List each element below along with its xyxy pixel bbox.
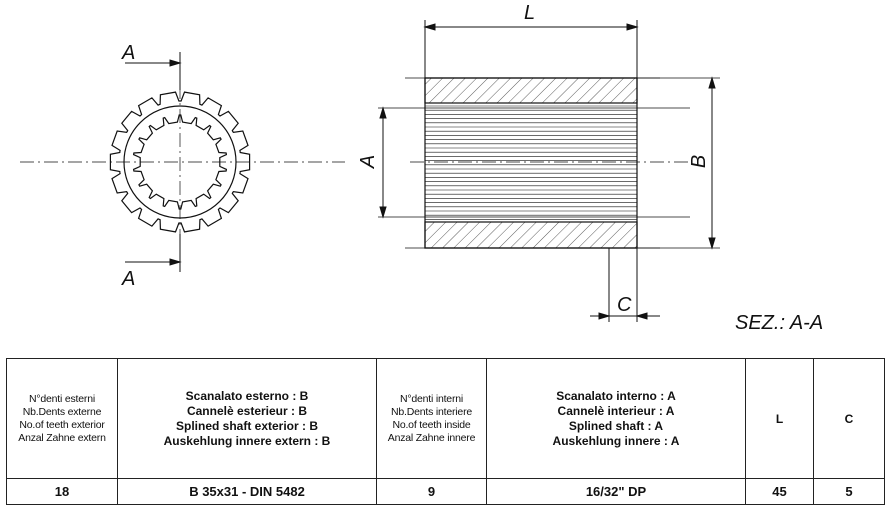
- dimension-B: B: [688, 154, 711, 169]
- section-title: SEZ.: A-A: [735, 312, 824, 334]
- value-int-teeth: 9: [376, 478, 487, 505]
- value-ext-spline: B 35x31 - DIN 5482: [117, 478, 377, 505]
- value-ext-teeth: 18: [6, 478, 118, 505]
- dimension-L: L: [524, 2, 536, 24]
- value-L: 45: [745, 478, 814, 505]
- dimension-A: A: [357, 154, 380, 169]
- value-C: 5: [813, 478, 885, 505]
- dimensions: [125, 20, 716, 322]
- header-C: C: [813, 358, 885, 479]
- dimension-C: C: [617, 294, 632, 316]
- section-label-top: A: [122, 42, 136, 64]
- value-int-spline: 16/32" DP: [486, 478, 746, 505]
- front-view: [20, 85, 345, 240]
- external-teeth: [109, 91, 251, 233]
- internal-spline: [132, 114, 228, 210]
- header-L: L: [745, 358, 814, 479]
- section-label-bottom: A: [122, 268, 136, 290]
- section-view: [378, 77, 720, 249]
